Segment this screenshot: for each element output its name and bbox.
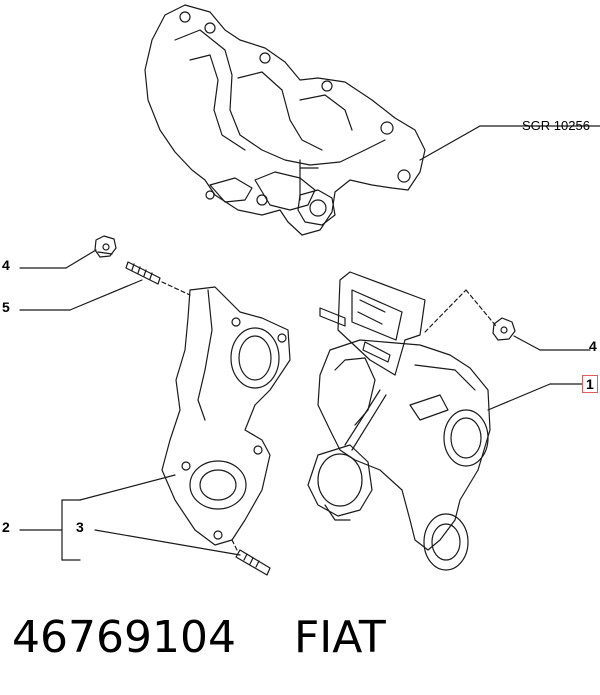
- part-number: 46769104: [12, 612, 236, 663]
- brand-name: FIAT: [293, 612, 386, 663]
- exhaust-pipe-elbow: [161, 286, 291, 546]
- exploded-parts-diagram: [19, 4, 600, 576]
- callout-pipe-group: 2: [2, 519, 10, 535]
- nut-left-part: [94, 235, 117, 258]
- callout-nut-right: 4: [589, 338, 597, 354]
- callout-stud-upper: 5: [2, 299, 10, 315]
- callout-stud-lower: 3: [76, 519, 84, 535]
- turbocharger-part: [307, 271, 491, 571]
- reference-label: SGR 10256: [522, 118, 590, 133]
- callout-turbocharger: 1: [582, 375, 598, 393]
- reference-leader-line: [419, 125, 481, 161]
- stud-upper-part: [125, 261, 161, 285]
- stud-lower-part: [235, 549, 271, 576]
- exhaust-manifold: [144, 4, 426, 236]
- nut-right-part: [492, 317, 516, 341]
- footer-caption: 46769104 FIAT: [12, 608, 386, 668]
- callout-nut-left: 4: [2, 257, 10, 273]
- group-bracket: [19, 474, 241, 561]
